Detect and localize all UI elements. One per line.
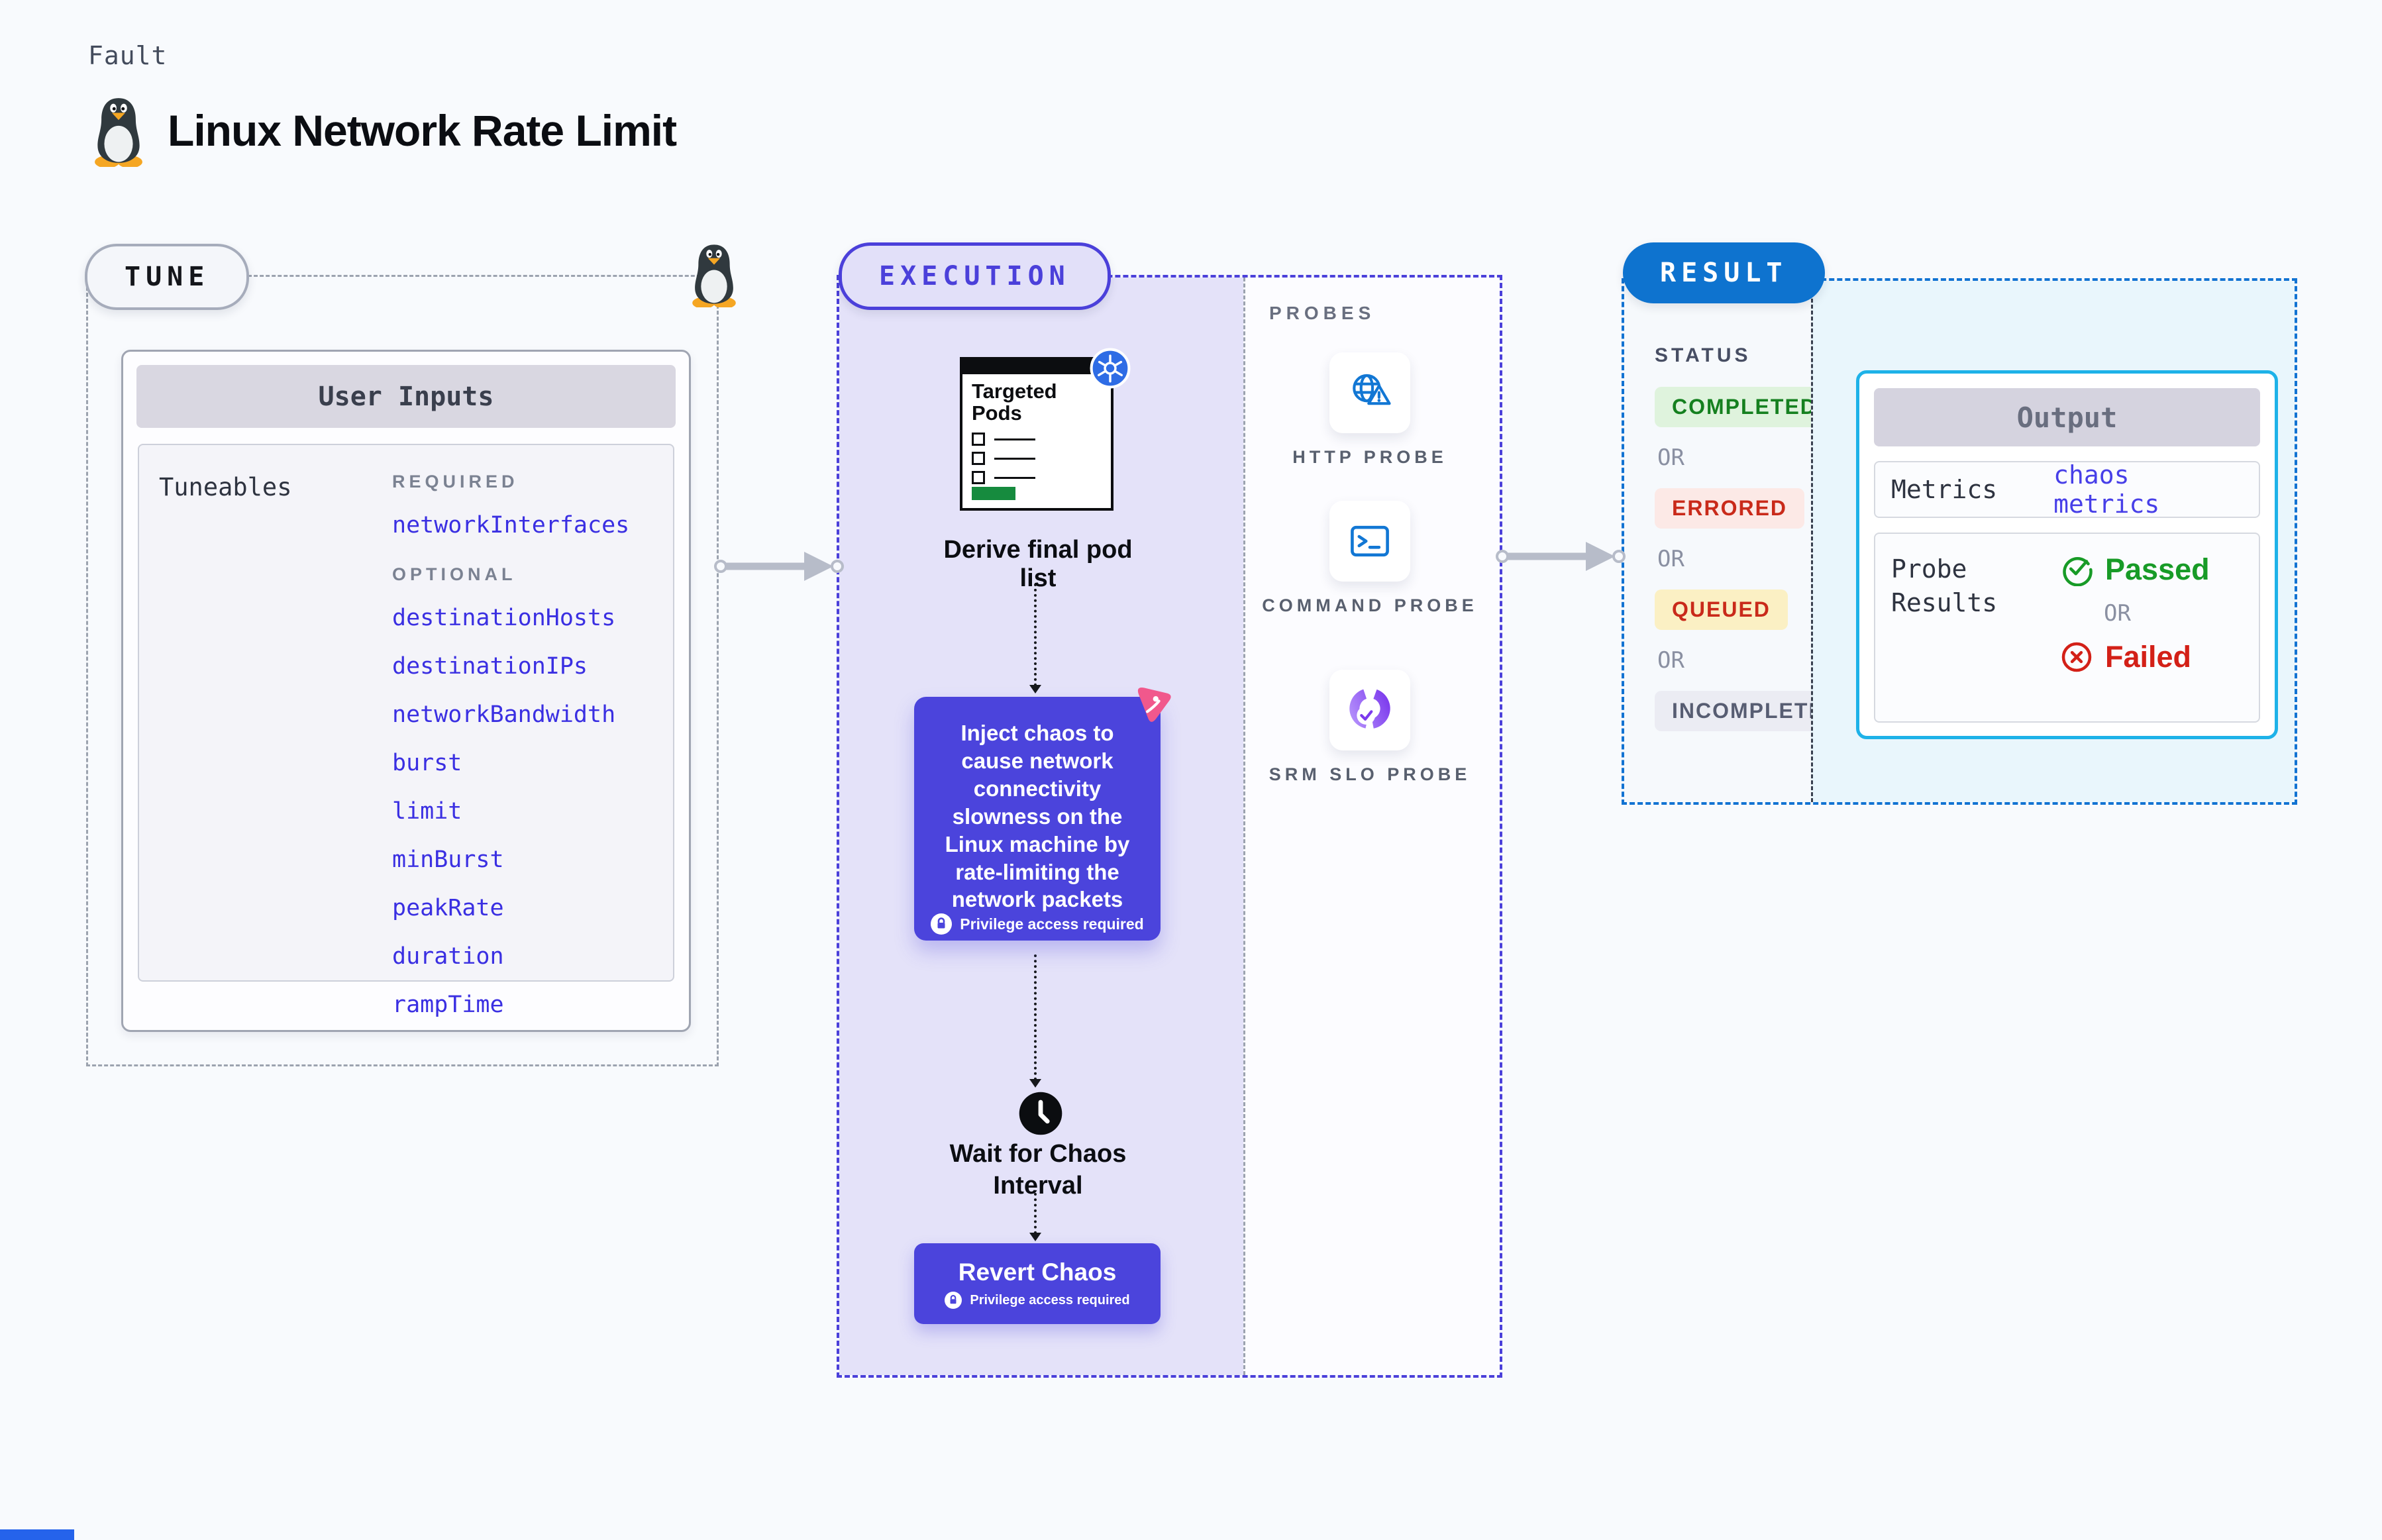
- page-header: Linux Network Rate Limit: [88, 94, 677, 167]
- pod-line: [994, 476, 1035, 479]
- result-section: STATUS COMPLETED OR ERRORED OR QUEUED OR…: [1622, 278, 2297, 805]
- or-label: OR: [2104, 600, 2131, 627]
- metrics-value[interactable]: chaos metrics: [2053, 460, 2160, 519]
- probe-results-row: Probe Results Passed OR: [1874, 533, 2260, 723]
- revert-chaos-step: Revert Chaos Privilege access required: [914, 1243, 1161, 1324]
- tuneable-link[interactable]: destinationHosts: [392, 605, 616, 631]
- tuneable-link[interactable]: networkInterfaces: [392, 512, 630, 539]
- chaos-icon: [1137, 688, 1171, 722]
- checkbox-icon: [972, 452, 985, 466]
- execution-badge: EXECUTION: [839, 242, 1111, 310]
- revert-chaos-title: Revert Chaos: [958, 1258, 1117, 1286]
- linux-tux-icon: [95, 98, 142, 167]
- output-title: Output: [1874, 388, 2260, 446]
- green-action-bar: [972, 487, 1015, 500]
- tuneable-link[interactable]: peakRate: [392, 895, 504, 921]
- tuneables-panel: Tuneables REQUIRED networkInterfaces OPT…: [138, 444, 674, 1018]
- page-title: Linux Network Rate Limit: [168, 106, 677, 155]
- failed-line: Failed: [2060, 640, 2210, 674]
- tuneables-label: Tuneables: [159, 473, 292, 501]
- wait-interval-caption: Wait for Chaos Interval: [949, 1140, 1127, 1200]
- pod-list-row: [972, 452, 1111, 466]
- http-probe-icon: [1353, 374, 1391, 405]
- fault-kind-label: Fault: [88, 41, 168, 70]
- probe-results-values: Passed OR Failed: [2060, 552, 2210, 703]
- x-circle-icon: [2061, 642, 2092, 672]
- lock-icon: [945, 1292, 962, 1309]
- srm-slo-probe-icon: [1349, 688, 1390, 729]
- probe-results-label: Probe Results: [1891, 554, 1998, 618]
- execution-section: Targeted Pods: [837, 275, 1502, 1378]
- tuneable-link[interactable]: duration: [392, 943, 504, 970]
- tuneable-link[interactable]: burst: [392, 750, 462, 776]
- metrics-row: Metrics chaos metrics: [1874, 460, 2260, 519]
- targeted-pods-card: Targeted Pods: [960, 348, 1131, 511]
- targeted-pods-titlebar: [962, 360, 1111, 374]
- derive-pod-list-caption: Derive final pod list: [943, 536, 1133, 592]
- result-badge: RESULT: [1623, 242, 1825, 303]
- status-badge-queued: QUEUED: [1655, 590, 1788, 630]
- pod-list-row: [972, 433, 1111, 446]
- flow-arrow-down: [1029, 954, 1041, 1088]
- clock-icon: [1019, 1092, 1062, 1135]
- inject-chaos-step: Inject chaos to cause network connectivi…: [914, 688, 1171, 941]
- status-column: STATUS COMPLETED OR ERRORED OR QUEUED OR…: [1624, 281, 1858, 802]
- metrics-label: Metrics: [1891, 475, 1998, 504]
- http-probe-label: HTTP PROBE: [1292, 447, 1447, 467]
- user-inputs-card: User Inputs Tuneables REQUIRED networkIn…: [121, 350, 691, 1032]
- tuneables-list: REQUIRED networkInterfaces OPTIONAL dest…: [392, 472, 629, 1040]
- status-badge-errored: ERRORED: [1655, 488, 1805, 529]
- privilege-note: Privilege access required: [931, 913, 1144, 935]
- optional-label: OPTIONAL: [392, 564, 517, 584]
- status-badge-completed: COMPLETED: [1655, 387, 1834, 427]
- srm-slo-probe-card: [1329, 670, 1410, 750]
- required-label: REQUIRED: [392, 472, 519, 491]
- privilege-label: Privilege access required: [960, 915, 1144, 933]
- srm-slo-probe-label: SRM SLO PROBE: [1269, 764, 1471, 784]
- kubernetes-icon: [1090, 348, 1131, 389]
- probes-section: PROBES HTTP PROBE: [1243, 278, 1500, 1375]
- user-inputs-title: User Inputs: [136, 365, 676, 428]
- command-probe-icon: [1351, 525, 1389, 557]
- or-label: OR: [1657, 546, 1684, 572]
- pod-list-row: [972, 471, 1111, 485]
- output-card: Output Metrics chaos metrics Probe Resul…: [1856, 370, 2278, 739]
- lock-icon: [931, 913, 953, 935]
- pod-line: [994, 457, 1035, 460]
- targeted-pods-title: Targeted Pods: [972, 380, 1057, 425]
- command-probe-label: COMMAND PROBE: [1262, 595, 1478, 615]
- failed-label: Failed: [2105, 640, 2192, 674]
- check-circle-icon: [2063, 557, 2093, 586]
- checkbox-icon: [972, 471, 985, 485]
- privilege-note: Privilege access required: [945, 1292, 1130, 1309]
- passed-label: Passed: [2105, 552, 2210, 586]
- tuneable-link[interactable]: minBurst: [392, 847, 504, 873]
- tune-badge: TUNE: [85, 244, 250, 310]
- http-probe-card: [1329, 352, 1410, 433]
- checkbox-icon: [972, 433, 985, 446]
- or-label: OR: [1657, 444, 1684, 471]
- pod-line: [994, 438, 1035, 440]
- inject-chaos-description: Inject chaos to cause network connectivi…: [945, 721, 1130, 912]
- output-region: Output Metrics chaos metrics Probe Resul…: [1811, 281, 2295, 802]
- command-probe-card: [1329, 501, 1410, 582]
- tuneable-link[interactable]: rampTime: [392, 992, 504, 1018]
- status-label: STATUS: [1655, 344, 1751, 366]
- execution-to-result-arrow: [1496, 542, 1626, 571]
- tuneable-link[interactable]: networkBandwidth: [392, 701, 616, 728]
- privilege-label: Privilege access required: [970, 1292, 1130, 1308]
- or-label: OR: [1657, 647, 1684, 674]
- flow-arrow-down: [1029, 584, 1041, 693]
- tuneable-link[interactable]: destinationIPs: [392, 653, 588, 680]
- passed-line: Passed: [2060, 552, 2210, 587]
- flow-arrow-down: [1029, 1193, 1041, 1241]
- execution-flow: Targeted Pods: [839, 278, 1243, 1375]
- tuneable-link[interactable]: limit: [392, 798, 462, 825]
- tune-section: [86, 275, 719, 1066]
- bottom-accent-bar: [0, 1529, 74, 1540]
- tune-to-execution-arrow: [714, 552, 844, 581]
- probes-label: PROBES: [1269, 303, 1376, 323]
- linux-tux-icon: [692, 244, 736, 307]
